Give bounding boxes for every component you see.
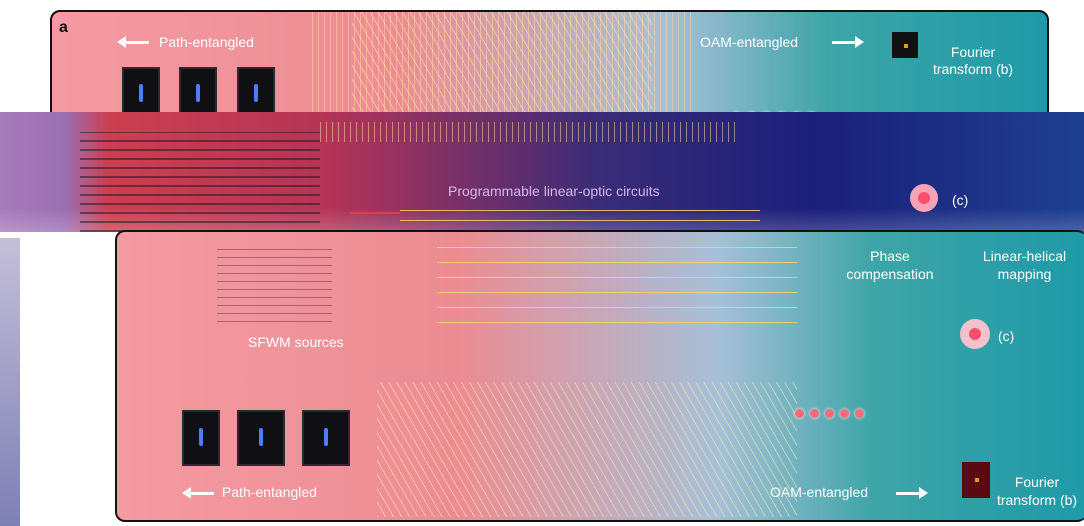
bottom-fourier-line1: Fourier xyxy=(1014,474,1060,490)
heater-line-mid xyxy=(350,212,400,214)
phase-label-line2: compensation xyxy=(846,266,934,282)
interferometer-line-1 xyxy=(400,210,760,211)
mzi-line-6 xyxy=(437,322,797,323)
oam-emitter-bottom xyxy=(960,319,990,349)
programmable-circuits-label: Programmable linear-optic circuits xyxy=(448,183,660,199)
waveguide-array-mid xyxy=(320,122,740,142)
bottom-fourier-line2: transform (b) xyxy=(996,492,1078,508)
routing-lines-bottom xyxy=(377,382,797,517)
sfwm-spirals xyxy=(217,242,332,322)
grating-couplers-mid xyxy=(80,132,320,232)
chip-middle-panel xyxy=(0,112,1084,232)
oam-emitter-mid xyxy=(910,184,938,212)
top-fourier-transform-label: Fourier transform (b) xyxy=(932,44,1014,77)
fourier-transform-block-top xyxy=(892,32,918,58)
chip-top-panel xyxy=(50,10,1049,129)
bottom-c-label: (c) xyxy=(998,328,1015,344)
arrow-left-icon xyxy=(117,36,149,48)
mzi-line-4 xyxy=(437,292,797,293)
helical-label-line1: Linear-helical xyxy=(982,248,1067,264)
chip-bottom-panel xyxy=(115,230,1084,522)
electrode-pad-4 xyxy=(182,410,220,466)
sfwm-sources-label: SFWM sources xyxy=(248,334,344,350)
bottom-oam-entangled-label: OAM-entangled xyxy=(770,484,869,500)
fourier-transform-block-bottom xyxy=(962,462,990,498)
arrow-left-icon-bottom xyxy=(182,487,214,499)
mzi-line-3 xyxy=(437,277,797,278)
interferometer-line-2 xyxy=(400,220,760,221)
mzi-line-5 xyxy=(437,307,797,308)
top-oam-entangled-label: OAM-entangled xyxy=(700,34,799,50)
mzi-line-2 xyxy=(437,262,797,263)
electrode-pad-6 xyxy=(302,410,350,466)
mzi-line-1 xyxy=(437,247,797,248)
arrow-right-icon-bottom xyxy=(896,487,928,499)
electrode-pad-5 xyxy=(237,410,285,466)
phase-label-line1: Phase xyxy=(870,248,910,264)
top-path-entangled-label: Path-entangled xyxy=(159,34,254,50)
arrow-right-icon xyxy=(832,36,864,48)
output-ports-bottom xyxy=(795,409,864,418)
routing-lines-top xyxy=(352,12,652,122)
mid-c-label: (c) xyxy=(952,192,969,208)
helical-label-line2: mapping xyxy=(997,266,1052,282)
panel-label: a xyxy=(59,19,68,36)
bottom-path-entangled-label: Path-entangled xyxy=(222,484,317,500)
left-edge-strip-lower xyxy=(0,238,20,526)
